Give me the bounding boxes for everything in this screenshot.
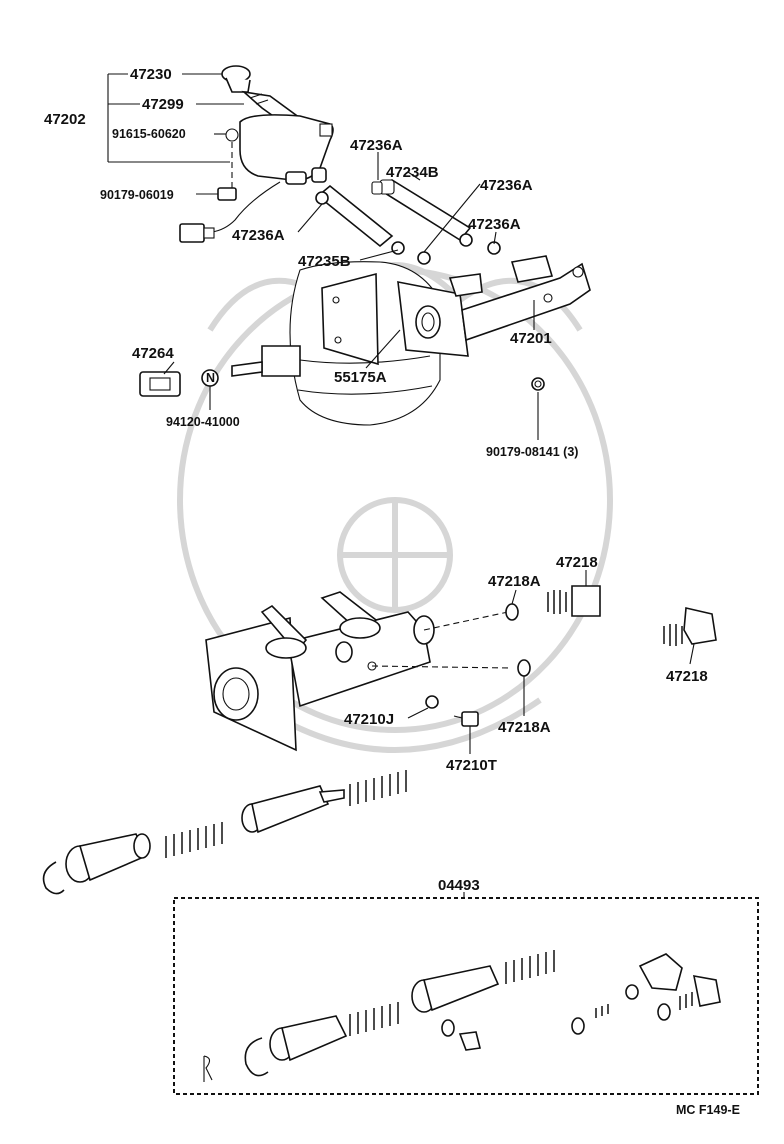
- primary-piston: [65, 833, 151, 883]
- stopper-bolt: [453, 711, 479, 727]
- label-47201: 47201: [510, 330, 552, 347]
- label-47234b: 47234B: [386, 164, 439, 181]
- label-47202: 47202: [44, 111, 86, 128]
- repair-kit-box: [173, 897, 759, 1095]
- label-47218a-lower: 47218A: [498, 719, 551, 736]
- figure-code: MC F149-E: [676, 1103, 740, 1117]
- hose-clamps: [315, 181, 501, 265]
- label-90179-08141: 90179-08141 (3): [486, 445, 578, 459]
- cap-nut-marker-icon: N: [206, 371, 215, 385]
- kit-primary-spring: [349, 1002, 399, 1036]
- label-47236a-left: 47236A: [232, 227, 285, 244]
- kit-small-parts: [203, 953, 721, 1082]
- label-47218-upper: 47218: [556, 554, 598, 571]
- label-47236a-lower: 47236A: [468, 216, 521, 233]
- label-47264: 47264: [132, 345, 174, 362]
- secondary-piston: [241, 785, 345, 834]
- cap-nut-marker: N: [201, 369, 219, 387]
- label-47210j: 47210J: [344, 711, 394, 728]
- master-cylinder-upper: [397, 255, 591, 357]
- label-47236a-top: 47236A: [350, 137, 403, 154]
- label-47218-right: 47218: [666, 668, 708, 685]
- reservoir-bracket: [139, 371, 181, 397]
- reservoir-inlet-fitting-rear: [260, 604, 308, 659]
- booster-nut: [531, 377, 545, 391]
- label-91615-60620: 91615-60620: [112, 127, 186, 141]
- label-04493: 04493: [438, 877, 480, 894]
- reservoir-hose-b: [378, 179, 472, 242]
- label-90179-06019: 90179-06019: [100, 188, 174, 202]
- kit-primary-piston: [269, 1015, 348, 1062]
- master-cylinder-body: [205, 611, 435, 752]
- reservoir-cap: [221, 65, 251, 93]
- reservoir-inlet-fitting-front: [320, 591, 381, 639]
- booster-gasket-plate: [321, 272, 379, 366]
- part-labels: 47230 47299 47202 91615-60620 90179-0601…: [44, 66, 740, 1117]
- kit-retaining-ring: [244, 1037, 269, 1077]
- label-47218a-upper: 47218A: [488, 573, 541, 590]
- label-47236a-right: 47236A: [480, 177, 533, 194]
- outlet-gasket-upper: [505, 603, 519, 621]
- label-55175a: 55175A: [334, 369, 387, 386]
- outlet-dash-lines: [371, 611, 511, 669]
- label-47210t: 47210T: [446, 757, 497, 774]
- outlet-plug-upper: [547, 585, 601, 617]
- retaining-ring: [42, 861, 65, 895]
- label-47235b: 47235B: [298, 253, 351, 270]
- label-47299: 47299: [142, 96, 184, 113]
- primary-spring: [165, 822, 223, 858]
- level-sensor-wire: [179, 181, 281, 243]
- kit-secondary-spring: [505, 950, 555, 984]
- secondary-spring: [349, 770, 407, 806]
- label-47230: 47230: [130, 66, 172, 83]
- outlet-gasket-lower: [517, 659, 531, 677]
- union-seal: [425, 695, 439, 709]
- reservoir-tank: [225, 114, 334, 182]
- kit-secondary-piston: [411, 965, 500, 1013]
- reservoir-hose-a: [316, 184, 394, 248]
- label-94120-41000: 94120-41000: [166, 415, 240, 429]
- leader-lines: [107, 73, 695, 898]
- outlet-plug-right: [663, 607, 717, 646]
- reservoir-grommets: [285, 167, 327, 185]
